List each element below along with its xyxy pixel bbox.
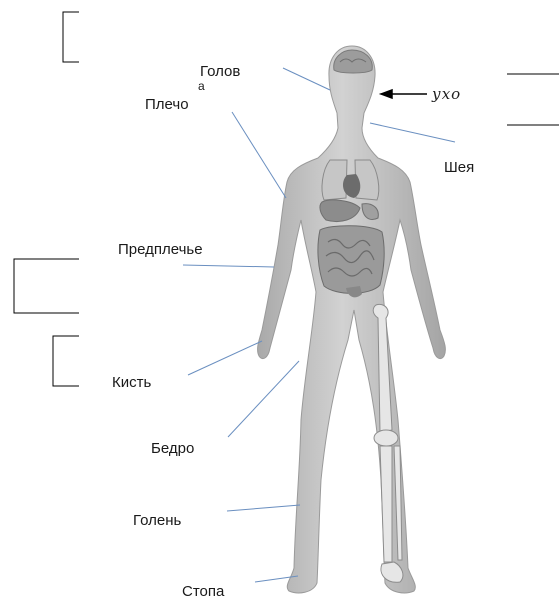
label-neck: Шея: [444, 160, 474, 175]
pointer-shoulder: [232, 112, 286, 198]
pointer-neck: [370, 123, 455, 142]
ear-arrow: [381, 90, 427, 98]
body-silhouette: [258, 46, 446, 593]
label-foot: Стопа: [182, 584, 224, 599]
answer-box-top-right[interactable]: [507, 74, 559, 125]
pointer-hand: [188, 341, 262, 375]
pointer-head: [283, 68, 330, 90]
pointer-shin: [227, 505, 300, 511]
label-shin: Голень: [133, 513, 181, 528]
pointer-forearm: [183, 265, 274, 267]
label-hand: Кисть: [112, 375, 151, 390]
label-shoulder: Плечо: [145, 97, 189, 112]
label-head-suffix: а: [198, 80, 205, 92]
label-forearm: Предплечье: [118, 242, 203, 257]
answer-box-lower-left[interactable]: [53, 336, 79, 386]
label-thigh: Бедро: [151, 441, 194, 456]
human-body-figure: [258, 46, 446, 593]
answer-box-top-left[interactable]: [63, 12, 79, 62]
label-ear: ухо: [432, 85, 461, 103]
pointer-thigh: [228, 361, 299, 437]
label-head: Голов: [200, 64, 240, 79]
answer-box-middle-left[interactable]: [14, 259, 79, 313]
